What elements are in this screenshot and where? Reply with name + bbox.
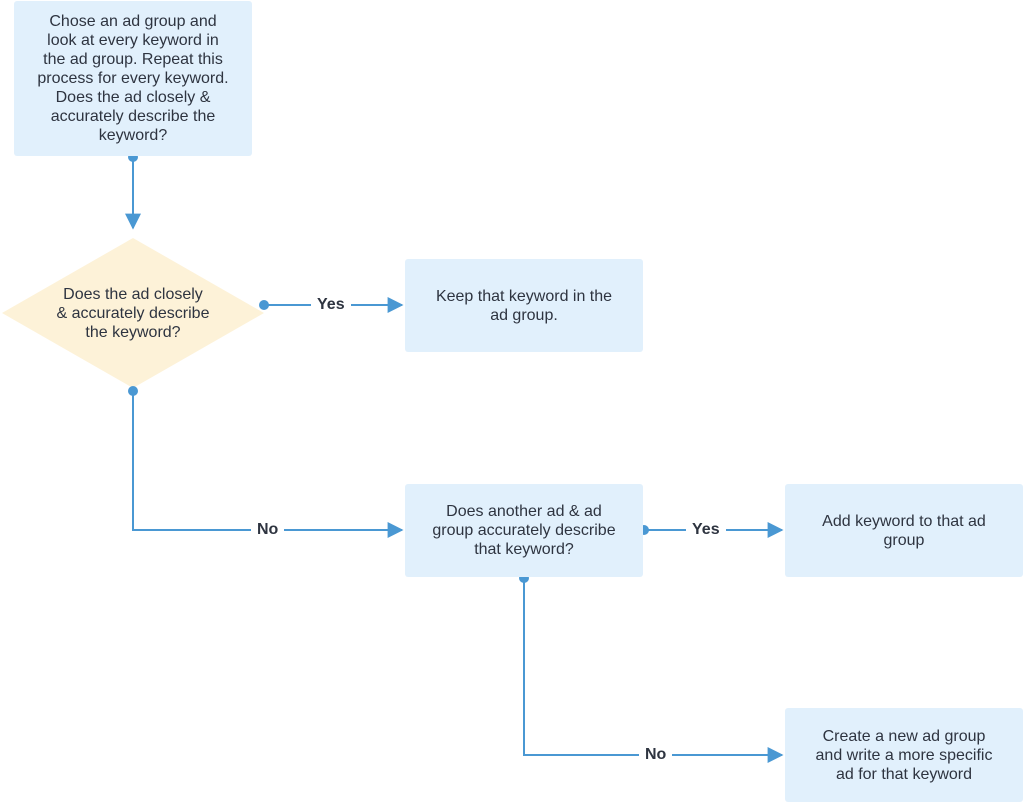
decision-2-box: Does another ad & ad group accurately de…: [405, 484, 643, 577]
connector-decision2-no: [519, 573, 784, 763]
decision-1-label: Does the ad closely & accurately describ…: [56, 285, 210, 341]
start-box: Chose an ad group and look at every keyw…: [14, 1, 252, 156]
create-ad-group-box: Create a new ad group and write a more s…: [785, 708, 1023, 802]
add-keyword-box: Add keyword to that ad group: [785, 484, 1023, 577]
connector-start-to-decision: [125, 152, 141, 230]
keep-keyword-box: Keep that keyword in the ad group.: [405, 259, 643, 352]
edge-label-decision2-yes: Yes: [686, 520, 726, 540]
decision-diamond-1: [2, 238, 264, 388]
connector-decision1-no: [128, 386, 404, 538]
edge-label-decision1-yes: Yes: [311, 295, 351, 315]
edge-label-decision2-no: No: [639, 745, 673, 765]
edge-label-decision1-no: No: [251, 520, 285, 540]
